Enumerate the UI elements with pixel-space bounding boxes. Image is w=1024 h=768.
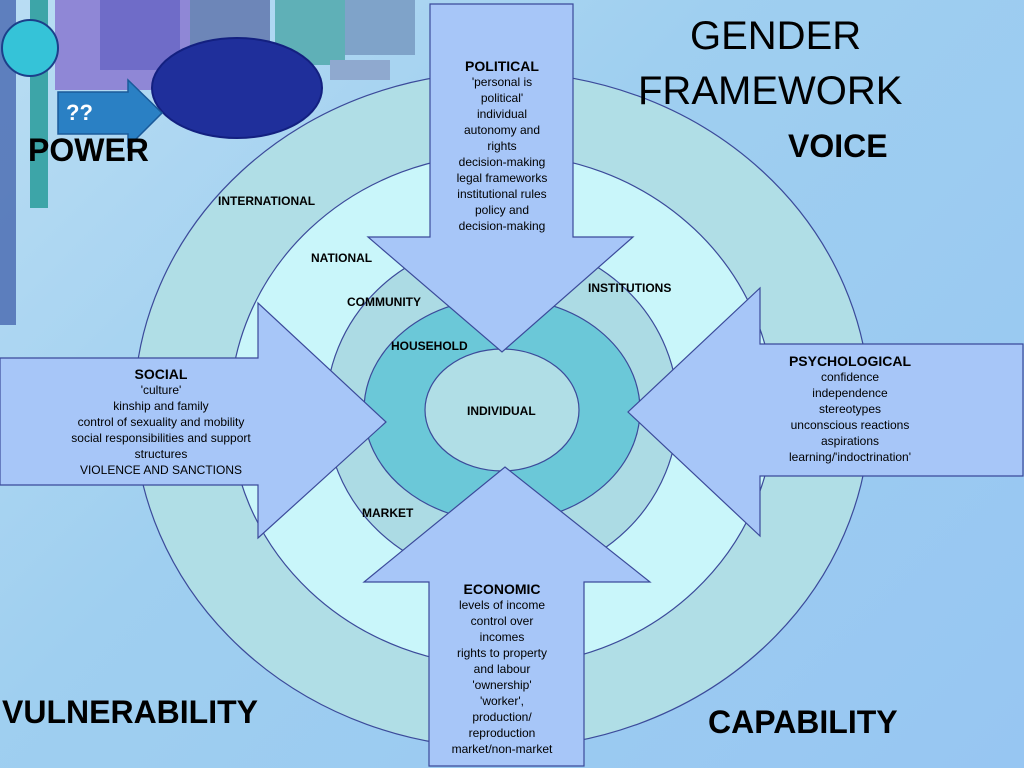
economic-text: ECONOMIC levels of income control over i… <box>432 581 572 757</box>
question-marks-label: ?? <box>66 100 93 125</box>
political-line: rights <box>487 139 517 153</box>
social-line: control of sexuality and mobility <box>77 415 245 429</box>
economic-line: incomes <box>479 630 525 644</box>
economic-title: ECONOMIC <box>463 581 541 597</box>
community-label: COMMUNITY <box>347 295 421 309</box>
individual-label: INDIVIDUAL <box>467 404 536 418</box>
political-line: legal frameworks <box>456 171 548 185</box>
psychological-line: confidence <box>820 370 880 384</box>
psychological-lines: confidence independence stereotypes unco… <box>770 369 930 465</box>
collage-tile-blue <box>0 0 16 325</box>
psychological-line: aspirations <box>820 434 880 448</box>
social-line: social responsibilities and support <box>71 431 251 445</box>
political-arrow <box>366 3 635 353</box>
social-text: SOCIAL 'culture' kinship and family cont… <box>44 366 278 478</box>
political-line: political' <box>480 91 524 105</box>
economic-line: levels of income <box>458 598 546 612</box>
political-line: policy and <box>474 203 530 217</box>
national-label: NATIONAL <box>311 251 373 265</box>
economic-line: 'ownership' <box>472 678 532 692</box>
international-label: INTERNATIONAL <box>218 194 316 208</box>
economic-line: control over <box>470 614 534 628</box>
collage-tile-grey <box>330 60 390 80</box>
political-title: POLITICAL <box>465 58 539 74</box>
capability-label: CAPABILITY <box>708 704 898 740</box>
political-line: autonomy and <box>463 123 541 137</box>
political-lines: 'personal is political' individual auton… <box>432 74 572 234</box>
psychological-line: stereotypes <box>818 402 882 416</box>
power-label: POWER <box>28 132 149 168</box>
psychological-line: unconscious reactions <box>790 418 910 432</box>
political-line: individual <box>476 107 528 121</box>
economic-line: market/non-market <box>451 742 553 756</box>
economic-lines: levels of income control over incomes ri… <box>432 597 572 757</box>
collage-ellipse <box>151 37 323 139</box>
voice-label: VOICE <box>788 128 888 164</box>
political-text: POLITICAL 'personal is political' indivi… <box>432 58 572 234</box>
psychological-line: independence <box>812 386 888 400</box>
social-line: structures <box>134 447 188 461</box>
psychological-text: PSYCHOLOGICAL confidence independence st… <box>770 353 930 465</box>
decorative-collage <box>0 0 415 325</box>
political-line: institutional rules <box>457 187 547 201</box>
social-line: 'culture' <box>140 383 182 397</box>
collage-arrow <box>57 78 164 149</box>
economic-line: and labour <box>473 662 531 676</box>
social-line: VIOLENCE AND SANCTIONS <box>79 463 243 477</box>
psychological-title: PSYCHOLOGICAL <box>788 353 912 369</box>
vulnerability-label: VULNERABILITY <box>2 694 258 730</box>
market-label: MARKET <box>362 506 414 520</box>
economic-arrow <box>362 466 652 767</box>
political-line: decision-making <box>458 219 546 233</box>
title-line-2: FRAMEWORK <box>638 69 903 113</box>
collage-tile-purple <box>100 0 180 70</box>
economic-line: production/ <box>472 710 532 724</box>
economic-line: 'worker', <box>480 694 524 708</box>
title-line-1: GENDER <box>690 14 862 58</box>
psychological-arrow <box>627 286 1024 538</box>
collage-tile-steel <box>345 0 415 55</box>
economic-line: reproduction <box>468 726 536 740</box>
household-label: HOUSEHOLD <box>391 339 468 353</box>
economic-line: rights to property <box>456 646 548 660</box>
collage-circle <box>1 19 59 77</box>
political-line: decision-making <box>458 155 546 169</box>
social-title: SOCIAL <box>134 366 188 382</box>
institutions-label: INSTITUTIONS <box>588 281 672 295</box>
psychological-line: learning/'indoctrination' <box>789 450 911 464</box>
social-line: kinship and family <box>113 399 209 413</box>
political-line: 'personal is <box>471 75 533 89</box>
social-arrow <box>0 301 387 540</box>
social-lines: 'culture' kinship and family control of … <box>44 382 278 478</box>
